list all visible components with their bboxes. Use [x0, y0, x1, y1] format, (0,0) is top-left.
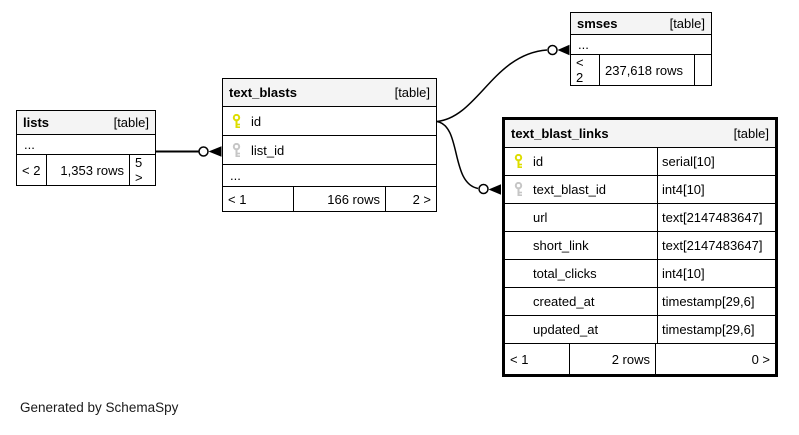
table-tag: [table] — [669, 16, 705, 32]
related-right-count: 0 > — [655, 344, 775, 374]
related-right-count — [694, 55, 711, 85]
table-tag: [table] — [394, 85, 430, 100]
row-count: 166 rows — [293, 187, 385, 211]
column-name: updated_at — [533, 322, 599, 337]
column-row-updated_at: updated_at timestamp[29,6] — [505, 315, 775, 343]
row-count: 2 rows — [569, 344, 655, 374]
table-name: smses — [577, 16, 618, 32]
table-lists[interactable]: lists [table] ... < 2 1,353 rows 5 > — [16, 110, 156, 186]
column-row-text_blast_id: text_blast_id int4[10] — [505, 175, 775, 203]
row-count: 1,353 rows — [46, 155, 129, 185]
column-name: url — [533, 210, 548, 225]
generated-by-note: Generated by SchemaSpy — [20, 400, 179, 415]
relationship-text_blasts-smses — [436, 44, 570, 123]
related-left-count: < 1 — [510, 351, 529, 367]
table-text_blasts-header[interactable]: text_blasts [table] — [223, 79, 436, 106]
column-type: serial[10] — [657, 148, 775, 175]
column-row-total_clicks: total_clicks int4[10] — [505, 259, 775, 287]
table-name: text_blast_links — [511, 126, 609, 141]
column-row-created_at: created_at timestamp[29,6] — [505, 287, 775, 315]
column-row-short_link: short_link text[2147483647] — [505, 231, 775, 259]
column-type: text[2147483647] — [657, 204, 775, 231]
zero-circle-icon — [478, 183, 489, 195]
related-left-count: < 2 — [22, 162, 41, 178]
column-type: timestamp[29,6] — [657, 316, 775, 343]
table-text_blasts[interactable]: text_blasts [table] id — [222, 78, 437, 212]
table-lists-footer: < 2 1,353 rows 5 > — [17, 154, 155, 185]
table-text_blasts-footer: < 1 166 rows 2 > — [223, 186, 436, 211]
column-row-id: id — [223, 106, 436, 135]
column-name: total_clicks — [533, 266, 597, 281]
zero-circle-icon — [198, 146, 209, 157]
table-tag: [table] — [733, 126, 769, 141]
hidden-columns-ellipsis: ... — [223, 164, 436, 186]
relationship-lists-text_blasts — [156, 146, 222, 157]
table-smses-footer: < 2 237,618 rows — [571, 54, 711, 85]
table-smses-header[interactable]: smses [table] — [571, 13, 711, 35]
column-row-list_id: list_id — [223, 135, 436, 164]
column-type: int4[10] — [657, 176, 775, 203]
table-lists-header[interactable]: lists [table] — [17, 111, 155, 134]
table-name: text_blasts — [229, 85, 297, 100]
key-icon-spacer — [512, 294, 525, 309]
table-text_blast_links[interactable]: text_blast_links [table] id serial[10] — [502, 117, 778, 377]
related-left-count: < 1 — [228, 191, 247, 207]
key-icon-spacer — [512, 322, 525, 337]
crowfoot-icon — [208, 146, 222, 157]
column-name: id — [533, 154, 544, 169]
column-name: short_link — [533, 238, 589, 253]
table-smses[interactable]: smses [table] ... < 2 237,618 rows — [570, 12, 712, 86]
column-name: text_blast_id — [533, 182, 606, 197]
primary-key-icon — [514, 154, 523, 168]
column-row-url: url text[2147483647] — [505, 203, 775, 231]
crowfoot-icon — [557, 44, 570, 56]
table-tag: [table] — [113, 114, 149, 130]
column-type: int4[10] — [657, 260, 775, 287]
column-name: list_id — [251, 142, 285, 158]
key-icon-spacer — [512, 266, 525, 281]
row-count: 237,618 rows — [599, 55, 694, 85]
table-text_blast_links-header[interactable]: text_blast_links [table] — [505, 120, 775, 147]
table-name: lists — [23, 114, 50, 130]
column-row-id: id serial[10] — [505, 147, 775, 175]
key-icon-spacer — [512, 238, 525, 253]
table-text_blast_links-footer: < 1 2 rows 0 > — [505, 343, 775, 374]
zero-circle-icon — [547, 44, 558, 56]
crowfoot-icon — [488, 184, 501, 195]
column-name: created_at — [533, 294, 595, 309]
relationship-text_blasts-text_blast_links — [436, 120, 501, 195]
key-icon-spacer — [512, 210, 525, 225]
hidden-columns-ellipsis: ... — [17, 133, 155, 154]
column-type: timestamp[29,6] — [657, 288, 775, 315]
column-type: text[2147483647] — [657, 232, 775, 259]
related-right-count: 2 > — [385, 187, 436, 211]
foreign-key-icon — [514, 182, 523, 196]
column-name: id — [251, 113, 262, 129]
related-right-count: 5 > — [129, 155, 155, 185]
related-left-count: < 2 — [576, 55, 584, 85]
primary-key-icon — [232, 113, 241, 128]
hidden-columns-ellipsis: ... — [571, 34, 711, 54]
foreign-key-icon — [232, 142, 241, 157]
